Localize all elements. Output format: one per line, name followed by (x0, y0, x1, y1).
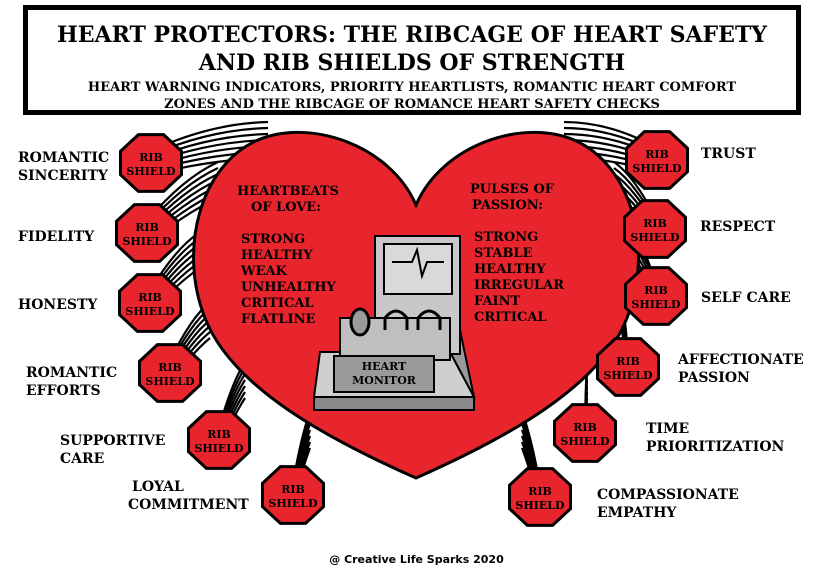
shield-label: RIB (616, 355, 640, 368)
rib-shields: RIBSHIELDRIBSHIELDRIBSHIELDRIBSHIELDRIBS… (115, 130, 689, 527)
rib-label-affectionate-passion: AFFECTIONATE PASSION (678, 352, 804, 386)
shield-octagon (187, 410, 251, 470)
shield-octagon (596, 337, 660, 397)
shield-label: SHIELD (630, 231, 680, 244)
shield-label: RIB (645, 148, 669, 161)
heartbeats-of-love-list: HEARTBEATS OF LOVE: STRONG HEALTHY WEAK … (237, 184, 339, 327)
rib-label-compassionate-empathy: COMPASSIONATE EMPATHY (597, 487, 739, 521)
shield-label: RIB (281, 483, 305, 496)
shield-label: SHIELD (515, 499, 565, 512)
main-title: HEART PROTECTORS: THE RIBCAGE OF HEART S… (28, 21, 796, 77)
shield-label: SHIELD (125, 305, 175, 318)
rib-label-honesty: HONESTY (18, 297, 98, 313)
heart-monitor-label: HEART MONITOR (352, 360, 416, 387)
shield-label: RIB (158, 361, 182, 374)
shield-label: RIB (207, 428, 231, 441)
rib-label-romantic-sincerity: ROMANTIC SINCERITY (18, 150, 110, 184)
heart-monitor-icon (312, 235, 476, 411)
rib-label-respect: RESPECT (700, 219, 776, 235)
rib-label-trust: TRUST (701, 146, 756, 162)
shield-octagon (625, 130, 689, 190)
shield-octagon (624, 266, 688, 326)
shield-octagon (261, 465, 325, 525)
shield-label: SHIELD (632, 162, 682, 175)
shield-octagon (115, 203, 179, 263)
subtitle: HEART WARNING INDICATORS, PRIORITY HEART… (28, 79, 796, 113)
title-box: HEART PROTECTORS: THE RIBCAGE OF HEART S… (23, 5, 801, 115)
shield-label: RIB (135, 221, 159, 234)
shield-label: SHIELD (631, 298, 681, 311)
subtitle-line-1: HEART WARNING INDICATORS, PRIORITY HEART… (87, 80, 737, 95)
shield-label: RIB (528, 485, 552, 498)
shield-label: RIB (139, 151, 163, 164)
shield-octagon (623, 199, 687, 259)
shield-label: SHIELD (268, 497, 318, 510)
shield-label: SHIELD (194, 442, 244, 455)
shield-label: SHIELD (560, 435, 610, 448)
rib-label-loyal-commitment: LOYAL COMMITMENT (128, 479, 249, 513)
pulses-of-passion-list: PULSES OF PASSION: STRONG STABLE HEALTHY… (470, 182, 565, 325)
title-line-1: HEART PROTECTORS: THE RIBCAGE OF HEART S… (56, 22, 768, 48)
shield-label: RIB (644, 284, 668, 297)
rib-label-supportive-care: SUPPORTIVE CARE (60, 433, 166, 467)
shield-label: SHIELD (122, 235, 172, 248)
shield-label: SHIELD (145, 375, 195, 388)
pulses-heading: PULSES OF (470, 182, 555, 197)
shield-label: SHIELD (126, 165, 176, 178)
subtitle-line-2: ZONES AND THE RIBCAGE OF ROMANCE HEART S… (164, 97, 660, 112)
rib-label-romantic-efforts: ROMANTIC EFFORTS (26, 365, 118, 399)
shield-octagon (138, 343, 202, 403)
shield-octagon (118, 273, 182, 333)
shield-label: SHIELD (603, 369, 653, 382)
shield-octagon (553, 403, 617, 463)
heartbeats-heading: HEARTBEATS (237, 184, 339, 199)
shield-octagon (508, 467, 572, 527)
footer-credit: @ Creative Life Sparks 2020 (329, 553, 504, 566)
shield-label: RIB (573, 421, 597, 434)
title-line-2: AND RIB SHIELDS OF STRENGTH (198, 50, 626, 76)
shield-label: RIB (643, 217, 667, 230)
shield-label: RIB (138, 291, 162, 304)
shield-octagon (119, 133, 183, 193)
rib-label-fidelity: FIDELITY (18, 229, 95, 245)
rib-label-time-prioritization: TIME PRIORITIZATION (646, 421, 785, 455)
rib-label-self-care: SELF CARE (701, 290, 791, 306)
